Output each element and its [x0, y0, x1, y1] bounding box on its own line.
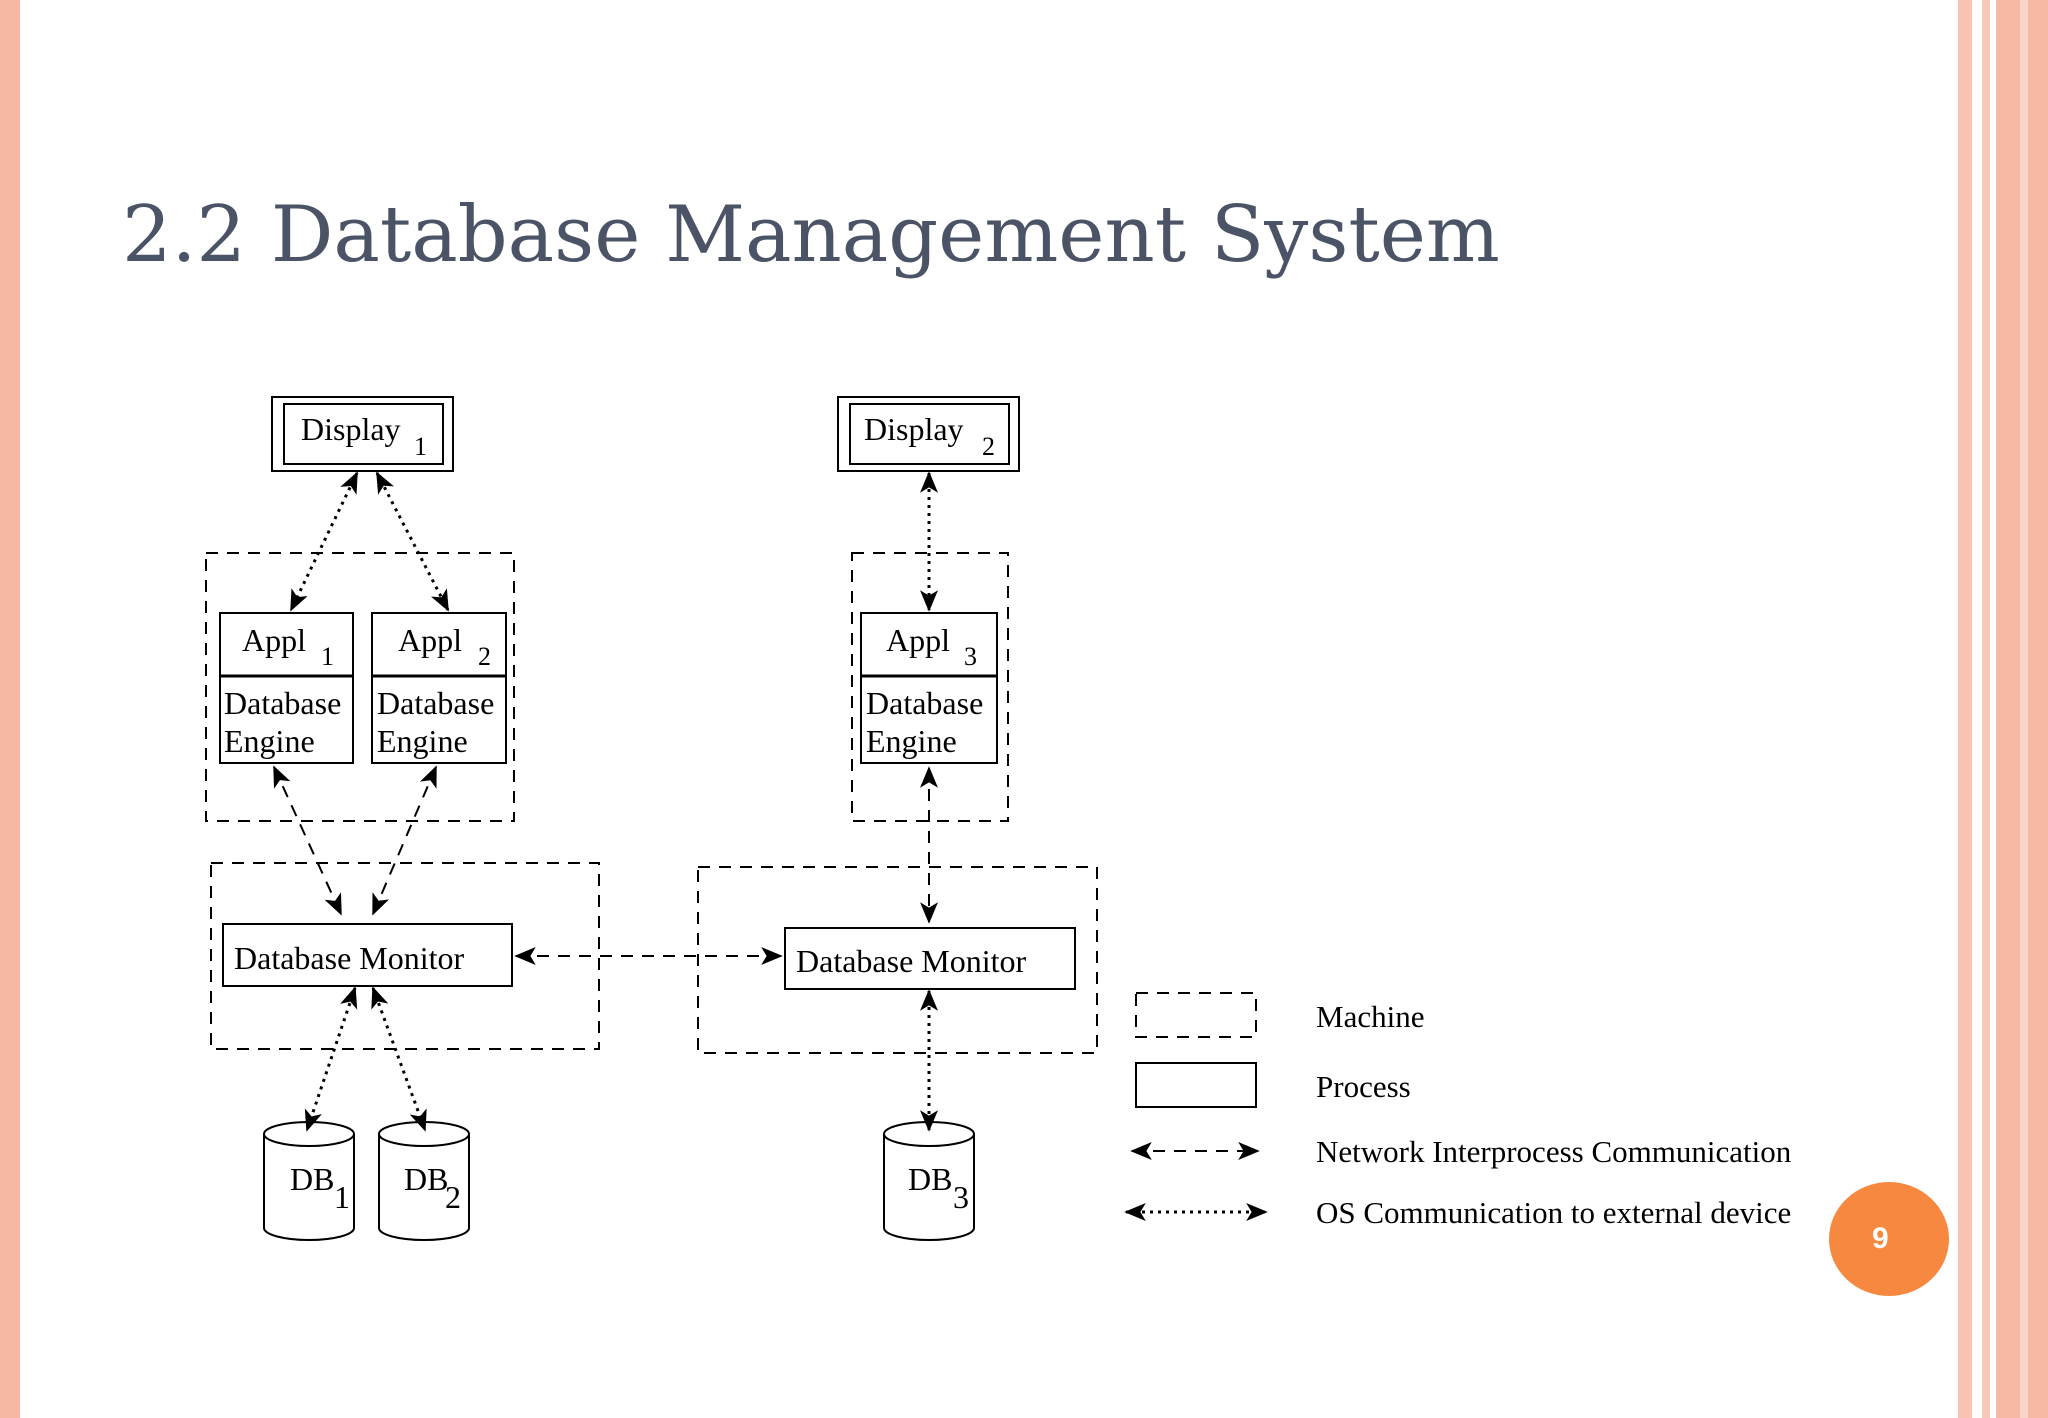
engine-2-label-line2: Engine	[377, 723, 468, 759]
legend: Machine Process Network Interprocess Com…	[1124, 992, 1792, 1230]
db1-subscript: 1	[334, 1179, 350, 1215]
appl-3-label: Appl	[886, 622, 950, 658]
os-arrow-display1-appl2	[375, 471, 450, 612]
display-2-subscript: 2	[982, 432, 995, 461]
left-edge-decoration	[0, 0, 20, 1418]
legend-network-label: Network Interprocess Communication	[1316, 1134, 1792, 1169]
legend-process-label: Process	[1316, 1069, 1411, 1104]
right-edge-decoration	[2020, 0, 2028, 1418]
legend-machine-label: Machine	[1316, 999, 1424, 1034]
display-1-subscript: 1	[414, 432, 427, 461]
engine-1-label-line1: Database	[224, 685, 341, 721]
page-number-badge	[1829, 1182, 1949, 1296]
appl-1-process: Appl 1 Database Engine	[219, 612, 354, 764]
display-1-label: Display	[301, 411, 401, 447]
legend-process-symbol	[1135, 1062, 1257, 1108]
display-1-box: Display 1	[271, 396, 454, 472]
display-2-label: Display	[864, 411, 964, 447]
database-db2: DB 2	[378, 1121, 470, 1241]
os-arrow-display1-appl1	[289, 471, 359, 612]
engine-2-label-line1: Database	[377, 685, 494, 721]
display-2-box: Display 2	[837, 396, 1020, 472]
database-db1: DB 1	[263, 1121, 355, 1241]
engine-3-label-line2: Engine	[866, 723, 957, 759]
machine-box	[851, 552, 1009, 822]
network-arrow-engine1-monitor1	[273, 765, 342, 916]
legend-machine-symbol	[1135, 992, 1257, 1038]
appl-2-subscript: 2	[478, 642, 491, 671]
slide-title: 2.2 Database Management System	[122, 190, 1500, 280]
database-monitor-2-label: Database Monitor	[796, 943, 1027, 979]
page-number: 9	[1872, 1222, 1889, 1255]
db2-subscript: 2	[445, 1179, 461, 1215]
appl-3-subscript: 3	[964, 642, 977, 671]
appl-2-label: Appl	[398, 622, 462, 658]
database-monitor-1-label: Database Monitor	[234, 940, 465, 976]
right-edge-decoration	[1958, 0, 1972, 1418]
database-db3: DB 3	[883, 1121, 975, 1241]
appl-3-process: Appl 3 Database Engine	[860, 612, 998, 764]
engine-1-label-line2: Engine	[224, 723, 315, 759]
database-monitor-2: Database Monitor	[784, 927, 1076, 990]
db3-subscript: 3	[953, 1179, 969, 1215]
os-arrow-monitor1-db1	[304, 986, 358, 1132]
database-monitor-1: Database Monitor	[222, 923, 513, 987]
right-edge-decoration	[1982, 0, 1990, 1418]
engine-3-label-line1: Database	[866, 685, 983, 721]
network-arrow-engine2-monitor1	[372, 765, 437, 916]
machine-box	[205, 552, 515, 822]
db2-label: DB	[404, 1161, 448, 1197]
appl-1-subscript: 1	[321, 642, 334, 671]
legend-os-label: OS Communication to external device	[1316, 1195, 1791, 1230]
db1-label: DB	[290, 1161, 334, 1197]
appl-1-label: Appl	[242, 622, 306, 658]
os-arrow-monitor1-db2	[371, 986, 427, 1132]
db3-label: DB	[908, 1161, 952, 1197]
appl-2-process: Appl 2 Database Engine	[371, 612, 507, 764]
